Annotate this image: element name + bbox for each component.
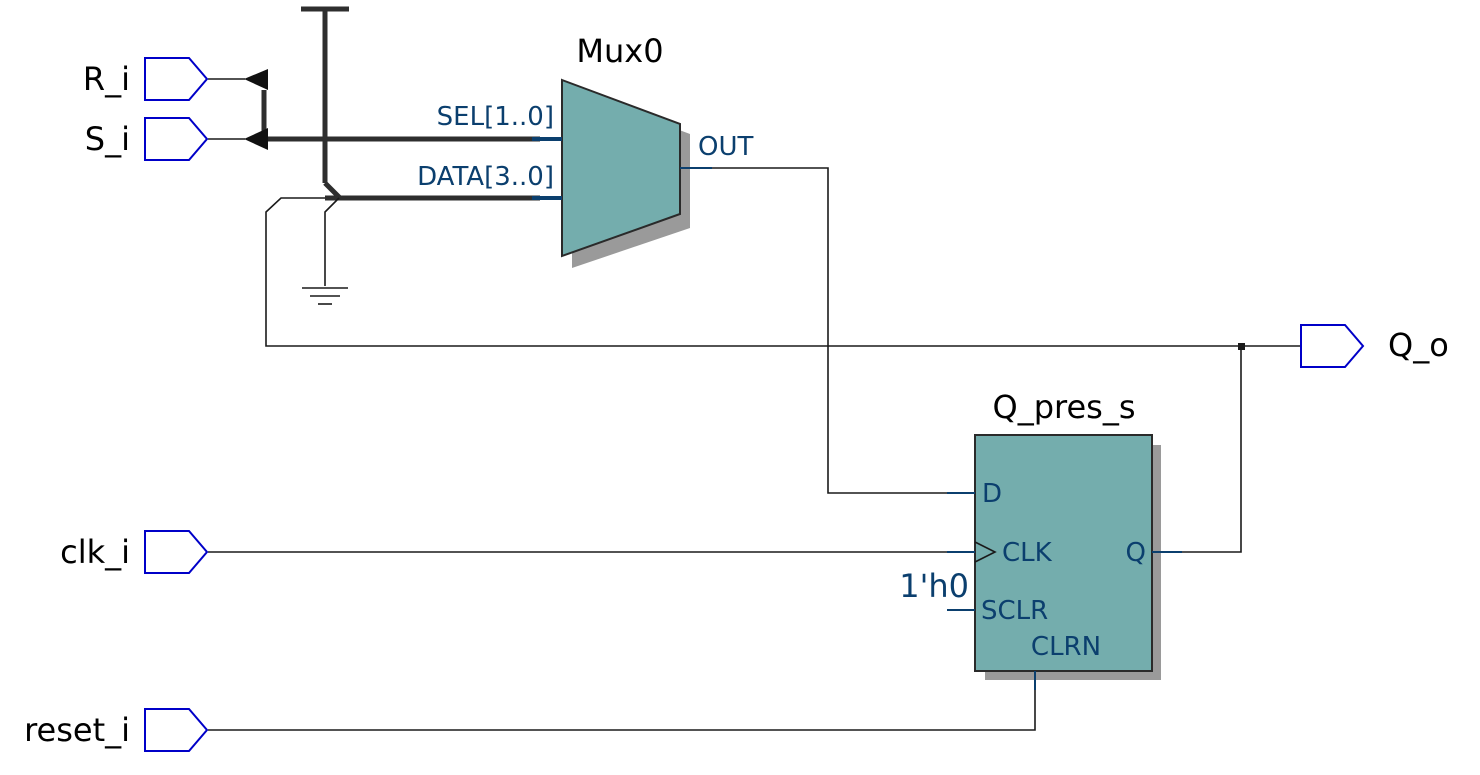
ff-sclr-label: SCLR [981,596,1048,626]
wire-mux-out-to-d[interactable] [680,167,975,494]
port-label-clk-i: clk_i [60,533,130,571]
input-port-icon[interactable] [144,57,209,101]
wire-reset[interactable] [208,671,1036,731]
port-label-reset-i: reset_i [24,711,130,749]
flipflop-body[interactable] [974,434,1153,672]
mux-out-label: OUT [698,132,753,162]
output-port-q-o[interactable]: Q_o [1300,324,1449,368]
wire-q-to-q-o[interactable] [1152,345,1300,553]
ff-q-label: Q [1126,538,1146,568]
wire-gnd-tap[interactable] [324,197,340,286]
port-label-s-i: S_i [85,120,130,158]
port-label-q-o: Q_o [1388,326,1449,364]
input-port-icon[interactable] [144,117,209,161]
mux-name: Mux0 [576,32,663,70]
input-port-icon[interactable] [144,708,209,752]
ff-d-label: D [982,479,1002,509]
input-port-icon[interactable] [144,530,209,574]
output-port-icon[interactable] [1300,324,1365,368]
sclr-constant: 1'h0 [899,567,969,605]
port-label-r-i: R_i [83,60,130,98]
wire-feedback[interactable] [265,197,1241,347]
ff-clrn-label: CLRN [1031,632,1101,662]
arrow-r-i [244,69,268,90]
arrow-s-i [244,128,268,150]
mux-data-label: DATA[3..0] [417,162,554,192]
input-port-reset-i[interactable]: reset_i [24,708,209,752]
input-port-s-i[interactable]: S_i [85,117,209,161]
input-port-clk-i[interactable]: clk_i [60,530,209,574]
input-port-r-i[interactable]: R_i [83,57,209,101]
ground-icon [302,287,348,305]
flipflop-block[interactable]: Q_pres_s D CLK SCLR CLRN Q 1'h0 [899,388,1182,690]
junction-dot [1238,343,1245,350]
mux-block[interactable]: Mux0 SEL[1..0] DATA[3..0] OUT [417,32,753,268]
flipflop-name: Q_pres_s [993,388,1136,426]
ff-clk-label: CLK [1002,538,1053,568]
mux-sel-label: SEL[1..0] [437,102,554,132]
clock-edge-icon [974,541,997,563]
